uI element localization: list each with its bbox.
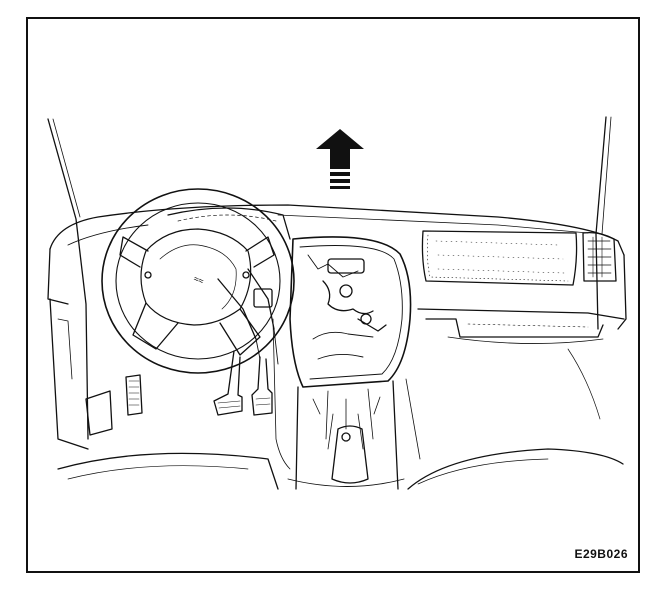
floor-outline — [57, 318, 624, 490]
glovebox-panel — [421, 230, 578, 286]
center-console — [295, 380, 399, 490]
left-lower-panel — [49, 298, 143, 450]
figure-code: E29B026 — [574, 547, 628, 561]
figure-frame: ≈≈ — [26, 17, 640, 573]
dash-lower-right — [417, 308, 625, 344]
a-pillars — [47, 116, 612, 440]
up-arrow-icon — [316, 129, 364, 189]
instrument-hood — [167, 207, 291, 240]
right-air-vent — [582, 231, 617, 282]
steering-wheel: ≈≈ — [101, 188, 295, 374]
steering-column — [217, 268, 279, 365]
center-console-opening — [289, 236, 412, 388]
svg-text:≈≈: ≈≈ — [192, 273, 205, 286]
pedals — [213, 350, 273, 416]
dashboard-illustration: ≈≈ — [47, 116, 627, 490]
dashboard-top — [47, 204, 627, 330]
